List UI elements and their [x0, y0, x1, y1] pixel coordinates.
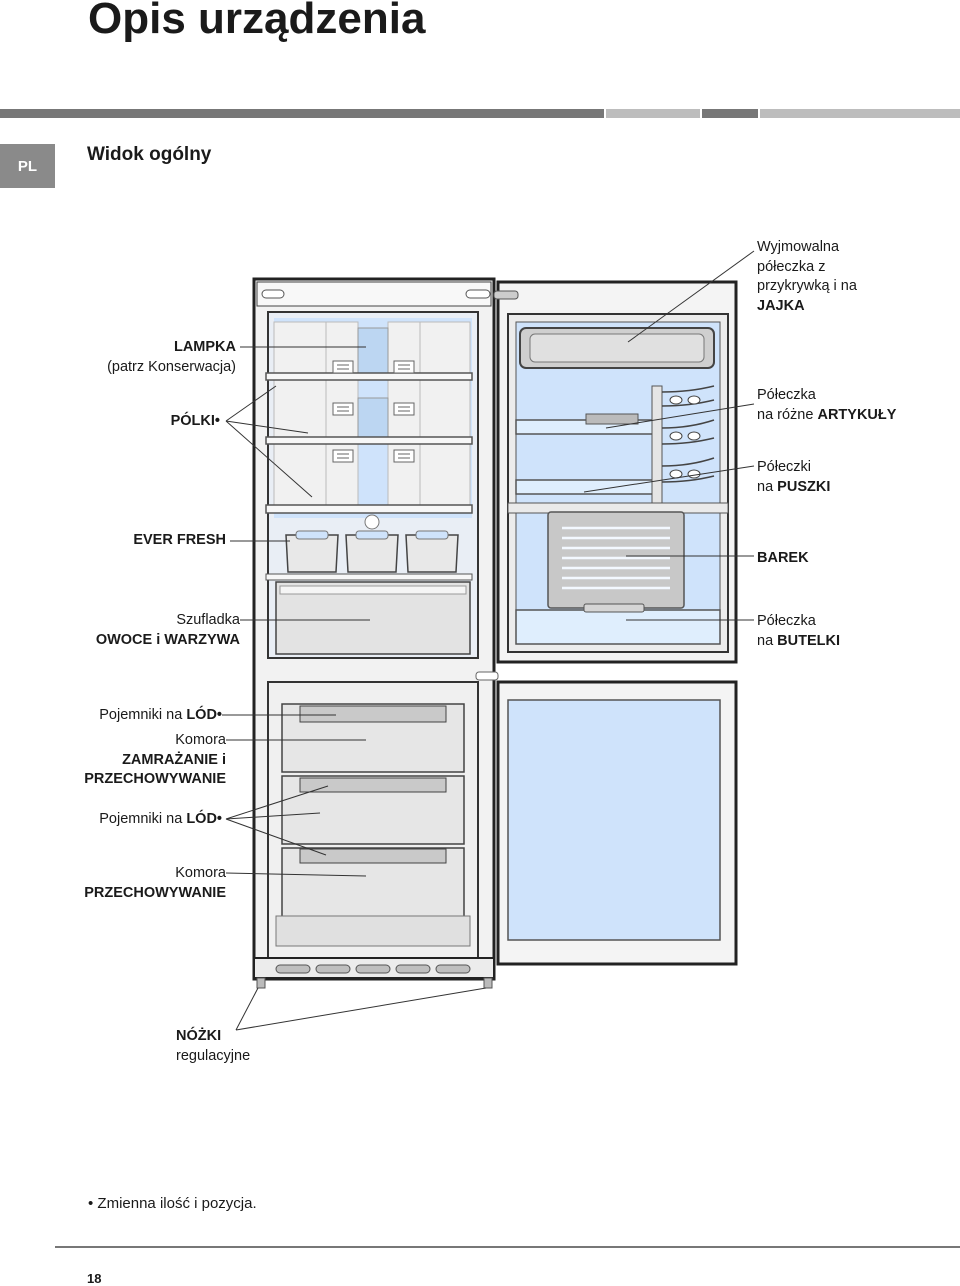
label-artykuly: Półeczka na różne ARTYKUŁY	[757, 386, 896, 425]
section-subtitle: Widok ogólny	[87, 144, 212, 165]
label-lampka: LAMPKA (patrz Konserwacja)	[107, 338, 236, 377]
header-bar-dark	[0, 109, 604, 118]
label-jajka-line4: JAJKA	[757, 297, 805, 314]
label-ever-fresh: EVER FRESH	[133, 532, 226, 548]
header-bar-dark-2	[702, 109, 758, 118]
label-puszki-line1: Półeczki	[757, 459, 811, 475]
label-komora-zamrazanie-line3: PRZECHOWYWANIE	[84, 771, 226, 787]
label-pojemniki-lod-2-prefix: Pojemniki na	[99, 811, 187, 827]
label-lampka-name: LAMPKA	[173, 339, 236, 355]
label-komora-przechowywanie-line2: PRZECHOWYWANIE	[84, 884, 226, 901]
label-komora-przechowywanie: Komora PRZECHOWYWANIE	[84, 864, 226, 903]
label-szufladka-line2: OWOCE i WARZYWA	[95, 631, 240, 648]
lamp-housing	[357, 327, 389, 379]
label-komora-przechowywanie-line1: Komora	[175, 865, 226, 881]
label-artykuly-name: ARTYKUŁY	[817, 406, 897, 423]
label-nozki-name: NÓŻKI	[176, 1028, 222, 1044]
label-barek: BAREK	[757, 550, 809, 566]
footnote: • Zmienna ilość i pozycja.	[88, 1195, 257, 1212]
page-title: Opis urządzenia	[88, 0, 426, 43]
label-szufladka: Szufladka OWOCE i WARZYWA	[96, 611, 240, 650]
label-puszki-name: PUSZKI	[777, 478, 831, 495]
label-jajka-line2: półeczka z	[757, 258, 826, 275]
label-pojemniki-lod-1-name: LÓD•	[186, 707, 222, 723]
label-pojemniki-lod-1-prefix: Pojemniki na	[99, 707, 187, 723]
label-puszki-prefix: na	[757, 478, 778, 495]
label-jajka-line3: przykrywką i na	[757, 278, 857, 294]
label-artykuly-line1: Półeczka	[757, 387, 816, 403]
label-butelki: Półeczka na BUTELKI	[757, 612, 840, 651]
leader-lines	[222, 250, 755, 1031]
freezer-drawers	[281, 703, 465, 919]
label-komora-zamrazanie: Komora ZAMRAŻANIE i PRZECHOWYWANIE	[84, 731, 226, 790]
label-jajka-line1: Wyjmowalna	[757, 239, 840, 255]
glass-shelves	[265, 372, 473, 514]
label-butelki-prefix: na	[757, 632, 778, 649]
adjustable-foot-right	[483, 977, 493, 989]
label-szufladka-line1: Szufladka	[176, 612, 240, 628]
label-artykuly-prefix: na różne	[757, 406, 818, 423]
label-polki: PÓLKI•	[170, 413, 220, 429]
header-bar-light-2	[760, 109, 960, 118]
ice-trays	[299, 705, 447, 864]
adjustable-foot-left	[256, 977, 266, 989]
label-nozki: NÓŻKI regulacyjne	[176, 1027, 250, 1066]
label-pojemniki-lod-1: Pojemniki na LÓD•	[99, 706, 222, 726]
label-komora-zamrazanie-line2: ZAMRAŻANIE i	[122, 751, 226, 768]
page-number: 18	[87, 1271, 102, 1286]
footer-rule	[55, 1246, 960, 1248]
label-nozki-note: regulacyjne	[176, 1047, 251, 1064]
ever-fresh-containers	[285, 534, 459, 573]
label-komora-zamrazanie-line1: Komora	[175, 732, 226, 748]
bottle-shelf	[515, 609, 721, 645]
label-puszki: Półeczki na PUSZKI	[757, 458, 830, 497]
label-lampka-note: (patrz Konserwacja)	[107, 358, 236, 375]
label-pojemniki-lod-2-name: LÓD•	[186, 811, 222, 827]
label-jajka: Wyjmowalna półeczka z przykrywką i na JA…	[757, 238, 857, 316]
language-badge: PL	[0, 144, 55, 188]
header-bar-light	[606, 109, 700, 118]
bar-panel	[547, 511, 685, 609]
label-butelki-name: BUTELKI	[777, 632, 841, 649]
label-butelki-line1: Półeczka	[757, 613, 816, 629]
label-pojemniki-lod-2: Pojemniki na LÓD•	[99, 810, 222, 830]
